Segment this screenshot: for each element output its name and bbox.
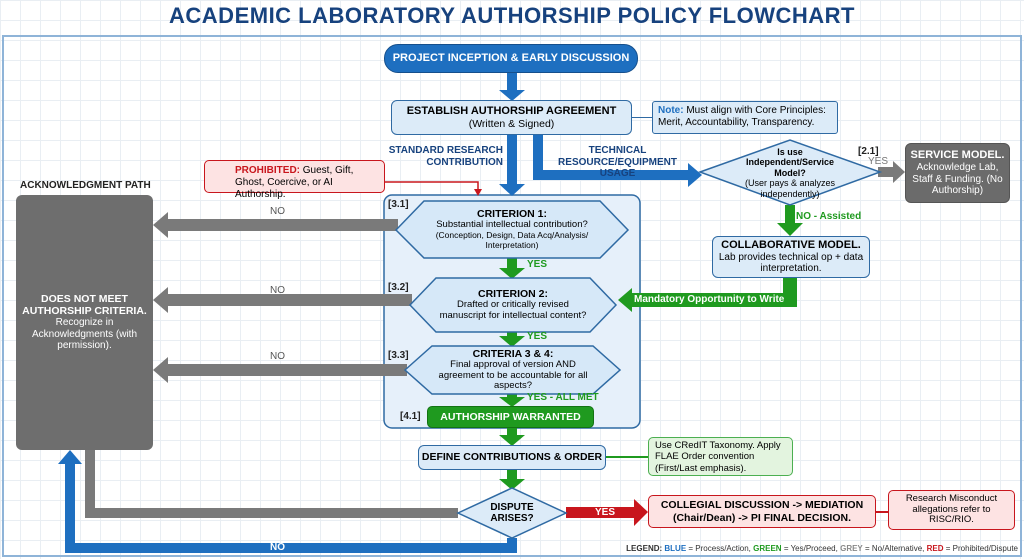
criterion-2-title: CRITERION 2: [477,288,548,301]
service-decision-diamond [697,139,883,206]
misconduct-note: Research Misconduct allegations refer to… [888,490,1015,530]
criterion-1-question: Substantial intellectual contribution? [436,219,588,231]
acknowledgment-path-label: ACKNOWLEDGMENT PATH [20,180,151,191]
collaborative-text: Lab provides technical op + data interpr… [718,251,864,275]
red-arrows [385,181,888,526]
dispute-no-label: NO [270,542,285,553]
credit-note: Use CRedIT Taxonomy. Apply FLAE Order co… [648,437,793,476]
criterion-1-no-label: NO [270,206,285,217]
collaborative-title: COLLABORATIVE MODEL. [721,239,861,252]
ack-title: DOES NOT MEET AUTHORSHIP CRITERIA. [22,293,147,318]
legend: LEGEND: BLUE = Process/Action, GREEN = Y… [626,544,1018,553]
service-decision-title: Is use Independent/Service Model? [745,147,835,178]
legend-blue-desc: = Process/Action, [688,544,751,553]
technical-path-label: TECHNICAL RESOURCE/EQUIPMENT USAGE [558,145,677,179]
note-text: Must align with Core Principles: Merit, … [658,105,826,128]
legend-green: GREEN [753,544,782,553]
project-inception-node[interactable]: PROJECT INCEPTION & EARLY DISCUSSION [384,44,638,73]
criterion-3-title: CRITERIA 3 & 4: [472,347,554,360]
mediation-node[interactable]: COLLEGIAL DISCUSSION -> MEDIATION (Chair… [648,495,876,528]
prohibited-box: PROHIBITED: Guest, Gift, Ghost, Coercive… [204,160,385,200]
ref-3-3: [3.3] [388,350,409,361]
note-prefix: Note: [658,105,684,116]
collaborative-model-node[interactable]: COLLABORATIVE MODEL. Lab provides techni… [712,236,870,278]
service-model-title: SERVICE MODEL. [910,149,1005,162]
page-title: ACADEMIC LABORATORY AUTHORSHIP POLICY FL… [169,3,855,28]
green-arrows [499,205,803,490]
service-decision-text: Is use Independent/Service Model? (User … [735,147,845,199]
prohibited-prefix: PROHIBITED: [235,165,300,176]
service-yes-label: YES [868,156,889,167]
dispute-diamond [456,487,568,539]
legend-grey-desc: = No/Alternative, [865,544,925,553]
diagram-frame [2,35,1022,557]
criterion-2-yes-label: YES [527,331,548,342]
mandatory-write-label: Mandatory Opportunity to Write [634,294,785,305]
criterion-2-hexagon [408,277,618,333]
criterion-3-hexagon [403,345,622,395]
ack-text: Recognize in Acknowledgments (with permi… [31,317,138,352]
acknowledgment-node[interactable]: DOES NOT MEET AUTHORSHIP CRITERIA. Recog… [16,195,153,450]
criterion-2-text[interactable]: CRITERION 2: Drafted or critically revis… [436,278,590,332]
legend-label: LEGEND: [626,544,663,553]
dispute-yes-label: YES [595,507,616,518]
criterion-1-text[interactable]: CRITERION 1: Substantial intellectual co… [420,201,604,258]
agreement-title: ESTABLISH AUTHORSHIP AGREEMENT [406,105,617,118]
standard-path-label: STANDARD RESEARCH CONTRIBUTION [388,145,503,168]
service-model-node[interactable]: SERVICE MODEL. Acknowledge Lab, Staff & … [905,143,1010,203]
ref-3-2: [3.2] [388,282,409,293]
ref-3-1: [3.1] [388,199,409,210]
criterion-1-sub: (Conception, Design, Data Acq/Analysis/ … [435,230,589,250]
legend-grey: GREY [840,544,863,553]
agreement-subtitle: (Written & Signed) [468,117,555,130]
ref-4-1: [4.1] [400,411,421,422]
criterion-3-text[interactable]: CRITERIA 3 & 4: Final approval of versio… [430,346,596,394]
dispute-text[interactable]: DISPUTE ARISES? [490,501,534,525]
legend-green-desc: = Yes/Proceed, [783,544,838,553]
authorship-agreement-node[interactable]: ESTABLISH AUTHORSHIP AGREEMENT (Written … [391,100,632,135]
criterion-3-no-label: NO [270,351,285,362]
legend-blue: BLUE [664,544,687,553]
acknowledgment-box-shape [16,195,153,450]
ref-2-1: [2.1] [858,146,879,157]
authorship-warranted-node[interactable]: AUTHORSHIP WARRANTED [427,406,594,428]
criterion-1-hexagon [394,200,630,259]
grey-arrows [85,161,905,518]
core-principles-note: Note: Must align with Core Principles: M… [652,101,838,134]
criterion-3-question: Final approval of version AND agreement … [438,358,588,392]
service-decision-sub: (User pays & analyzes independently) [744,178,836,199]
blue-arrows [58,73,702,553]
criterion-2-question: Drafted or critically revised manuscript… [439,299,587,322]
legend-red-desc: = Prohibited/Dispute [945,544,1018,553]
define-contributions-node[interactable]: DEFINE CONTRIBUTIONS & ORDER [418,445,606,470]
agreement-note-connector [632,117,652,118]
all-met-yes-label: YES - ALL MET [527,392,599,403]
service-model-text: Acknowledge Lab, Staff & Funding. (No Au… [912,162,1003,197]
legend-red: RED [926,544,944,553]
assisted-no-label: NO - Assisted [796,211,862,222]
criterion-1-yes-label: YES [527,259,548,270]
prohibited-text: Guest, Gift, Ghost, Coercive, or AI Auth… [235,165,354,200]
criterion-2-no-label: NO [270,285,285,296]
criterion-1-title: CRITERION 1: [476,208,547,221]
